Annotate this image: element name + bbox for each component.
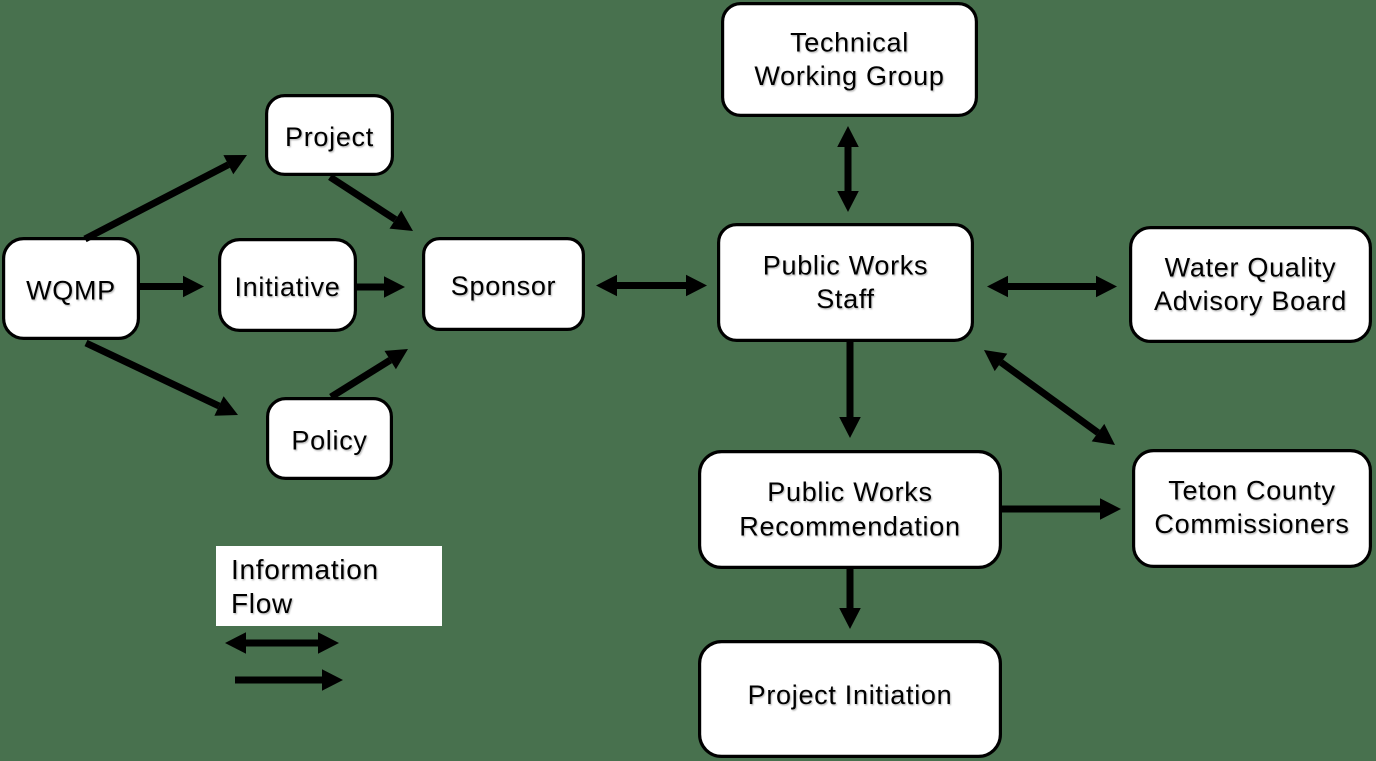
svg-text:Flow: Flow bbox=[231, 588, 293, 619]
svg-text:Public Works: Public Works bbox=[763, 251, 928, 281]
svg-text:Commissioners: Commissioners bbox=[1154, 509, 1349, 539]
svg-text:Sponsor: Sponsor bbox=[451, 271, 556, 301]
svg-text:Initiative: Initiative bbox=[234, 272, 340, 302]
svg-text:Recommendation: Recommendation bbox=[739, 512, 960, 542]
svg-text:Working Group: Working Group bbox=[754, 61, 944, 91]
svg-text:Policy: Policy bbox=[291, 426, 367, 456]
svg-text:Staff: Staff bbox=[816, 284, 875, 314]
svg-text:Information: Information bbox=[231, 554, 379, 585]
svg-text:Technical: Technical bbox=[790, 28, 909, 58]
svg-text:Project: Project bbox=[285, 122, 374, 152]
svg-text:Public Works: Public Works bbox=[767, 477, 932, 507]
svg-text:Teton County: Teton County bbox=[1168, 476, 1336, 506]
svg-text:Water Quality: Water Quality bbox=[1165, 253, 1337, 283]
svg-text:Advisory Board: Advisory Board bbox=[1154, 286, 1347, 316]
svg-text:Project Initiation: Project Initiation bbox=[748, 680, 953, 710]
svg-text:WQMP: WQMP bbox=[26, 276, 116, 306]
